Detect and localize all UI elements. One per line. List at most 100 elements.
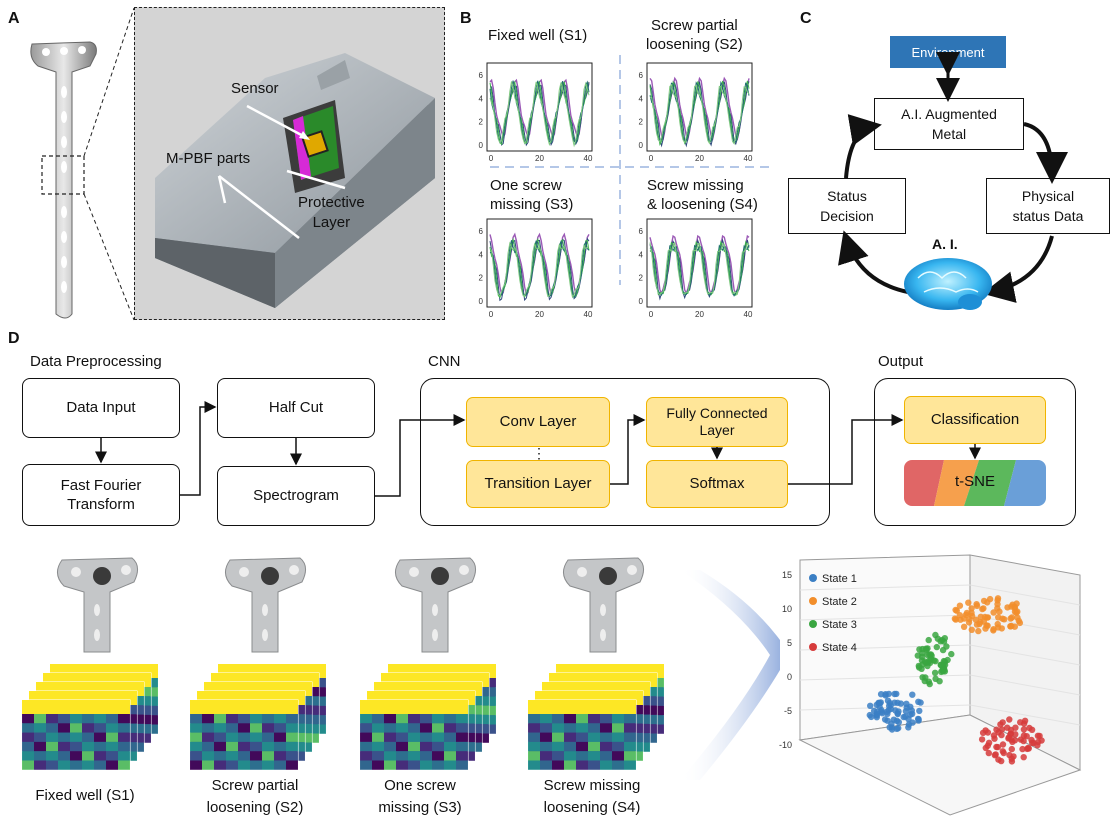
panel-label-a: A bbox=[8, 10, 20, 27]
scatter-point bbox=[980, 605, 987, 612]
flow-arrows bbox=[95, 401, 981, 497]
tsne-color-band bbox=[964, 460, 1016, 506]
plate-photo bbox=[225, 557, 306, 653]
scatter-axis-tick: 0 bbox=[787, 672, 792, 682]
scatter-point bbox=[922, 674, 929, 681]
scatter-point bbox=[932, 658, 939, 665]
y-tick-label: 0 bbox=[479, 141, 484, 150]
scatter-point bbox=[1014, 608, 1021, 615]
panel-b-title-s4: Screw missing& loosening (S4) bbox=[647, 177, 758, 213]
x-tick-label: 20 bbox=[535, 310, 544, 319]
scatter-point bbox=[1001, 616, 1008, 623]
scatter-point bbox=[973, 602, 981, 609]
scatter-point bbox=[875, 699, 882, 706]
sensor-label: Sensor bbox=[231, 80, 279, 97]
cycle-arrows bbox=[838, 52, 1068, 310]
scatter-point bbox=[940, 638, 948, 645]
y-tick-label: 4 bbox=[479, 250, 484, 259]
scatter-point bbox=[948, 650, 955, 658]
cluster-state-3 bbox=[914, 631, 955, 688]
scatter-point bbox=[884, 710, 891, 717]
scatter-point bbox=[1008, 745, 1015, 753]
scatter-point bbox=[924, 662, 931, 670]
scatter-point bbox=[990, 732, 998, 739]
y-tick-label: 0 bbox=[639, 297, 644, 306]
scatter-point bbox=[893, 717, 901, 724]
transition-layer-node: Transition Layer bbox=[466, 460, 610, 508]
data-input-node: Data Input bbox=[22, 378, 180, 438]
scatter-point bbox=[891, 690, 898, 698]
scatter-point bbox=[965, 599, 972, 606]
half-cut-node: Half Cut bbox=[217, 378, 375, 438]
mini-plot-series bbox=[649, 80, 750, 148]
panel-label-d: D bbox=[8, 330, 20, 347]
y-tick-label: 4 bbox=[639, 250, 644, 259]
scatter-point bbox=[903, 700, 910, 707]
scatter-point bbox=[916, 646, 923, 653]
scatter-point bbox=[990, 626, 997, 633]
condition-4 bbox=[527, 557, 665, 771]
scatter-point bbox=[931, 669, 939, 676]
plate-photo bbox=[57, 557, 138, 653]
legend-marker bbox=[809, 620, 817, 628]
scatter-point bbox=[994, 597, 1001, 604]
condition-1 bbox=[21, 557, 159, 771]
mini-plot-series bbox=[489, 241, 590, 299]
scatter-point bbox=[1019, 745, 1026, 753]
scatter-point bbox=[1020, 720, 1028, 727]
mini-plot-series bbox=[489, 237, 590, 302]
scatter-point bbox=[902, 708, 910, 715]
ellipsis: ⋮ bbox=[532, 445, 546, 461]
scatter-axis-tick: -10 bbox=[779, 740, 792, 750]
mini-plot-series bbox=[649, 83, 750, 145]
tsne-color-band bbox=[904, 460, 944, 506]
scatter-point bbox=[877, 691, 885, 698]
y-tick-label: 0 bbox=[479, 297, 484, 306]
cluster-state-2 bbox=[951, 595, 1024, 635]
scatter-point bbox=[1007, 623, 1014, 630]
legend-label-1: State 1 bbox=[822, 573, 857, 585]
scatter-point bbox=[998, 731, 1005, 739]
tsne-gradient bbox=[904, 460, 1046, 506]
scatter-point bbox=[975, 627, 982, 635]
scatter-point bbox=[873, 708, 881, 715]
panel-b-divider bbox=[490, 55, 770, 285]
scatter-point bbox=[936, 678, 943, 685]
y-tick-label: 2 bbox=[639, 118, 644, 127]
zoom-lines bbox=[83, 7, 135, 321]
scatter-point bbox=[894, 699, 901, 706]
scatter-point bbox=[994, 743, 1001, 751]
scatter-point bbox=[915, 717, 922, 724]
y-tick-label: 2 bbox=[639, 274, 644, 283]
mpbf-parts-label: M-PBF parts bbox=[166, 150, 251, 167]
scatter-point bbox=[956, 602, 964, 609]
section-output: Output bbox=[878, 353, 924, 370]
scatter-point bbox=[914, 652, 921, 659]
scatter-point bbox=[1034, 742, 1041, 749]
scatter-point bbox=[888, 720, 895, 727]
x-tick-label: 40 bbox=[584, 310, 593, 319]
x-tick-label: 0 bbox=[489, 154, 494, 163]
scatter-point bbox=[951, 615, 959, 622]
panel-label-c: C bbox=[800, 10, 812, 27]
cluster-state-1 bbox=[866, 690, 924, 733]
plate-photo bbox=[563, 557, 644, 653]
x-tick-label: 20 bbox=[695, 310, 704, 319]
cluster-state-4 bbox=[978, 716, 1045, 765]
scatter-point bbox=[1026, 724, 1033, 732]
condition-2 bbox=[189, 557, 327, 771]
scatter-point bbox=[999, 748, 1006, 755]
tsne-color-band bbox=[1004, 460, 1046, 506]
section-cnn: CNN bbox=[428, 353, 461, 370]
panel-a: Sensor M-PBF parts Protective Layer bbox=[0, 0, 450, 325]
scatter-point bbox=[884, 697, 892, 704]
x-tick-label: 0 bbox=[489, 310, 494, 319]
